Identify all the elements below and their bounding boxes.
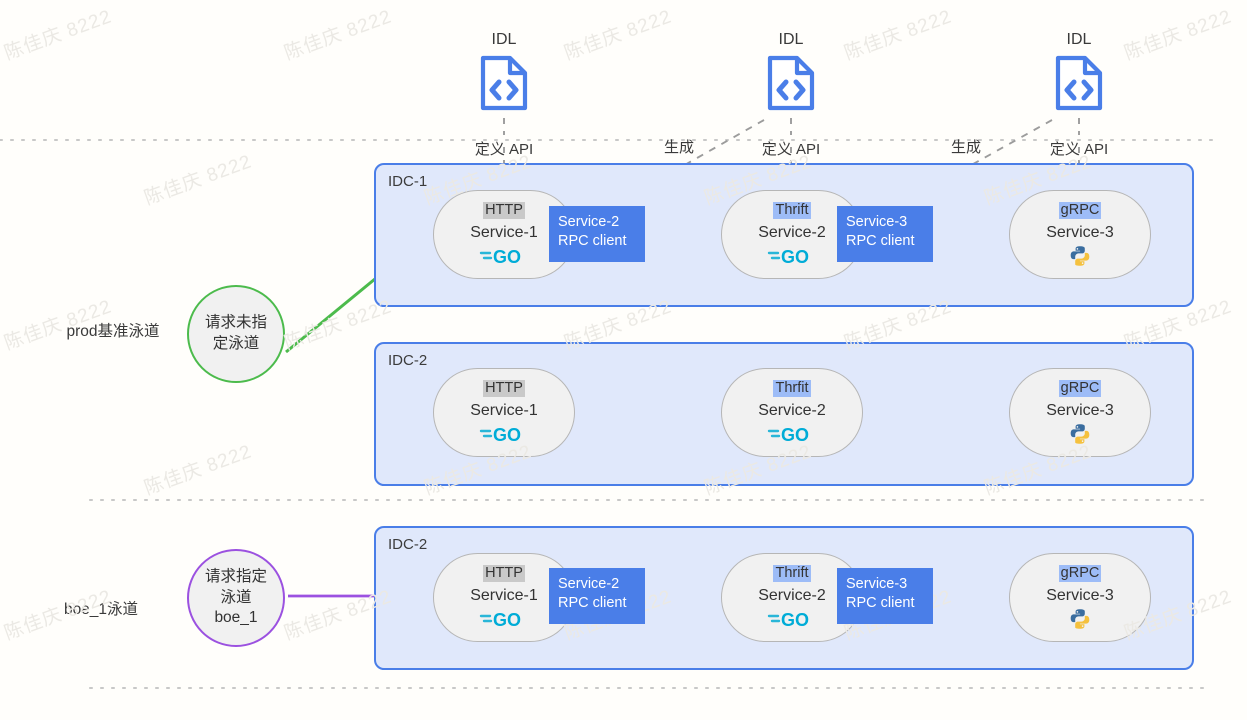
idl-code-file-icon-2 [766,55,816,116]
python-logo-icon [1068,608,1092,630]
rpc-client-line-1: Service-3 [846,576,908,592]
service-name: Service-2 [758,223,826,241]
idl-label-2: IDL [778,31,804,48]
python-logo-icon [1068,423,1092,445]
service-node-boe-idc2-1[interactable]: HTTP Service-1 GO [433,553,575,642]
rpc-client-line-1: Service-2 [558,576,620,592]
service-node-prod-idc2-1[interactable]: HTTP Service-1 GO [433,368,575,457]
lane-entry-prod-line-2: 定泳道 [212,335,260,352]
svg-text:GO: GO [493,425,521,445]
service-name: Service-1 [470,586,538,604]
rpc-client-line-2: RPC client [558,594,627,611]
go-logo-icon: GO [767,245,817,267]
protocol-badge: Thrfit [773,380,811,397]
rpc-client-prod-idc1-1[interactable]: Service-2 RPC client [549,206,645,262]
define-api-label-2: 定义 API [761,141,821,158]
rpc-client-boe-idc2-1[interactable]: Service-2 RPC client [549,568,645,624]
go-logo-icon: GO [767,423,817,445]
service-node-prod-idc1-3[interactable]: gRPC Service-3 [1009,190,1151,279]
define-api-label-1: 定义 API [474,141,534,158]
protocol-badge: HTTP [483,565,525,582]
svg-text:GO: GO [493,610,521,630]
panel-title-boe-idc-2: IDC-2 [388,536,428,553]
lane-entry-prod[interactable]: 请求未指 定泳道 [187,285,285,383]
idl-label-1: IDL [491,31,517,48]
service-node-prod-idc2-3[interactable]: gRPC Service-3 [1009,368,1151,457]
rpc-client-prod-idc1-2[interactable]: Service-3 RPC client [837,206,933,262]
service-node-boe-idc2-3[interactable]: gRPC Service-3 [1009,553,1151,642]
rpc-client-line-1: Service-2 [558,214,620,230]
service-name: Service-1 [470,223,538,241]
go-logo-icon: GO [479,245,529,267]
svg-text:GO: GO [493,247,521,267]
panel-title-prod-idc-2: IDC-2 [388,352,428,369]
python-logo-icon [1068,245,1092,267]
service-name: Service-3 [1046,223,1114,241]
service-node-prod-idc2-2[interactable]: Thrfit Service-2 GO [721,368,863,457]
lane-entry-boe-line-1: 请求指定 [204,567,267,585]
lane-entry-boe-line-3: boe_1 [214,609,258,627]
protocol-badge: gRPC [1058,380,1102,397]
generate-label-1: 生成 [663,139,695,156]
service-name: Service-3 [1046,401,1114,419]
service-name: Service-2 [758,586,826,604]
protocol-badge: gRPC [1058,202,1102,219]
rpc-client-line-2: RPC client [846,232,915,249]
protocol-badge: gRPC [1058,565,1102,582]
lane-entry-boe[interactable]: 请求指定 泳道 boe_1 [187,549,285,647]
idl-label-3: IDL [1066,31,1092,48]
protocol-badge: Thrift [773,202,811,219]
rpc-client-line-1: Service-3 [846,214,908,230]
generate-label-2: 生成 [950,139,982,156]
protocol-badge: HTTP [483,380,525,397]
lane-label-boe: boe_1泳道 [63,601,139,618]
service-name: Service-3 [1046,586,1114,604]
svg-text:GO: GO [781,610,809,630]
go-logo-icon: GO [767,608,817,630]
rpc-client-boe-idc2-2[interactable]: Service-3 RPC client [837,568,933,624]
rpc-client-line-2: RPC client [558,232,627,249]
service-name: Service-1 [470,401,538,419]
protocol-badge: Thrift [773,565,811,582]
svg-text:GO: GO [781,425,809,445]
lane-entry-prod-line-1: 请求未指 [204,314,267,332]
lane-entry-boe-line-2: 泳道 [220,588,252,606]
go-logo-icon: GO [479,423,529,445]
panel-title-prod-idc-1: IDC-1 [388,173,428,190]
svg-text:GO: GO [781,247,809,267]
idl-code-file-icon-1 [479,55,529,116]
service-name: Service-2 [758,401,826,419]
lane-label-prod: prod基准泳道 [66,323,160,340]
define-api-label-3: 定义 API [1049,141,1109,158]
idl-code-file-icon-3 [1054,55,1104,116]
go-logo-icon: GO [479,608,529,630]
protocol-badge: HTTP [483,202,525,219]
rpc-client-line-2: RPC client [846,594,915,611]
